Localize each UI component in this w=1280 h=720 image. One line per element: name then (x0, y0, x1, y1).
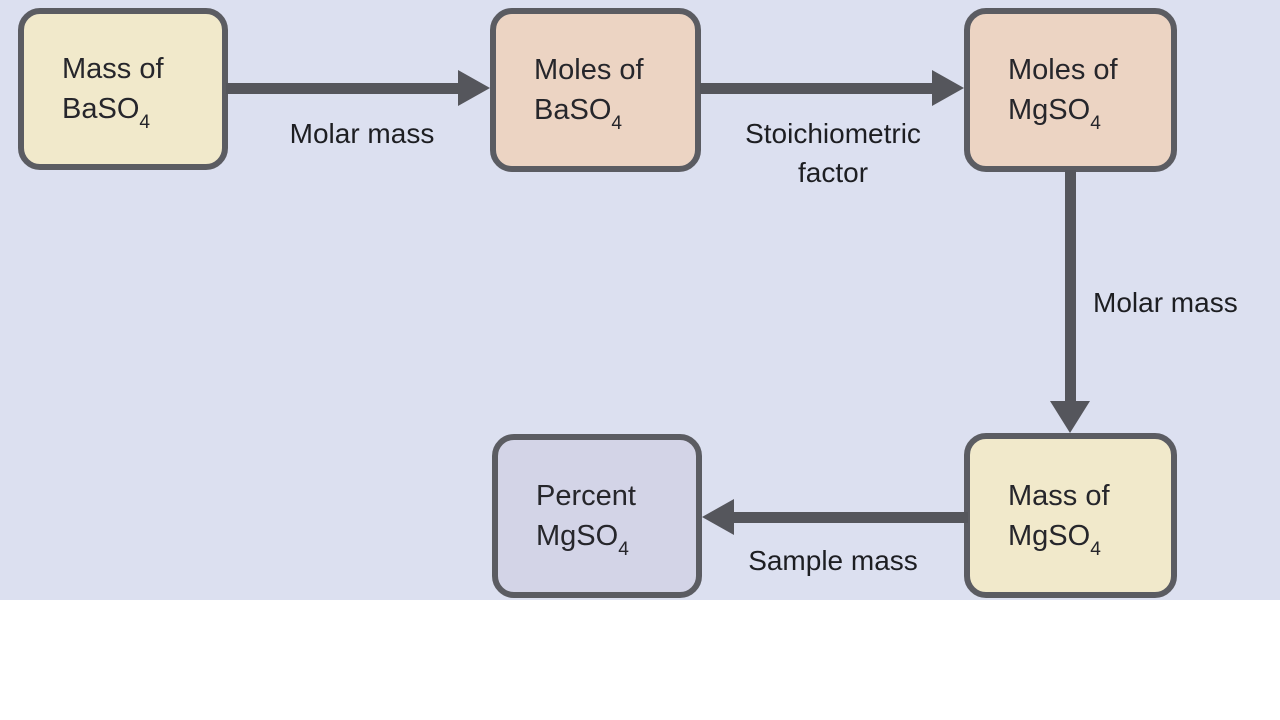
page-margin-whitespace (0, 600, 1280, 720)
arrow-head-right-icon (932, 70, 964, 106)
formula-base: MgSO (1008, 94, 1091, 126)
arrow-head-down-icon (1050, 401, 1090, 433)
arrow-label-stoichiometric-factor: Stoichiometric factor (745, 118, 921, 188)
formula-base: MgSO (536, 520, 619, 552)
formula-base: BaSO (62, 93, 140, 125)
formula-base: MgSO (1008, 519, 1091, 552)
node-title-line2: MgSO4 (1008, 90, 1171, 133)
node-title-line2: BaSO4 (62, 89, 222, 132)
node-title-line1: Moles of (534, 54, 644, 86)
formula-subscript: 4 (139, 112, 151, 134)
node-percent-mgso4: Percent MgSO4 (492, 434, 702, 598)
node-moles-baso4: Moles of BaSO4 (490, 8, 701, 172)
arrow-shaft-moles-baso4-to-moles-mgso4 (700, 83, 936, 94)
node-mass-baso4: Mass of BaSO4 (18, 8, 228, 170)
node-title-line2: BaSO4 (534, 90, 695, 133)
formula-base: BaSO (534, 94, 612, 126)
node-title-line1: Mass of (1008, 479, 1110, 512)
node-title-line2: MgSO4 (1008, 516, 1171, 559)
node-moles-mgso4: Moles of MgSO4 (964, 8, 1177, 172)
formula-subscript: 4 (1090, 538, 1101, 560)
formula-subscript: 4 (1090, 113, 1101, 135)
node-title-line1: Moles of (1008, 54, 1118, 86)
arrow-label-molar-mass-1: Molar mass (289, 118, 435, 149)
node-title-line2: MgSO4 (536, 516, 696, 559)
arrow-head-right-icon (458, 70, 490, 106)
arrow-shaft-moles-to-mass-mgso4 (1065, 170, 1076, 406)
arrow-shaft-mass-to-moles-baso4 (226, 83, 462, 94)
node-title-line1: Mass of (62, 53, 164, 85)
flowchart-background: Mass of BaSO4 Moles of BaSO4 Moles of Mg… (0, 0, 1280, 600)
arrow-shaft-mass-to-percent-mgso4 (732, 512, 968, 523)
arrow-label-sample-mass: Sample mass (748, 545, 918, 576)
node-mass-mgso4: Mass of MgSO4 (964, 433, 1177, 598)
arrow-label-molar-mass-2: Molar mass (1093, 287, 1238, 318)
arrow-head-left-icon (702, 499, 734, 535)
node-title-line1: Percent (536, 480, 636, 512)
formula-subscript: 4 (618, 539, 629, 561)
formula-subscript: 4 (611, 113, 623, 135)
